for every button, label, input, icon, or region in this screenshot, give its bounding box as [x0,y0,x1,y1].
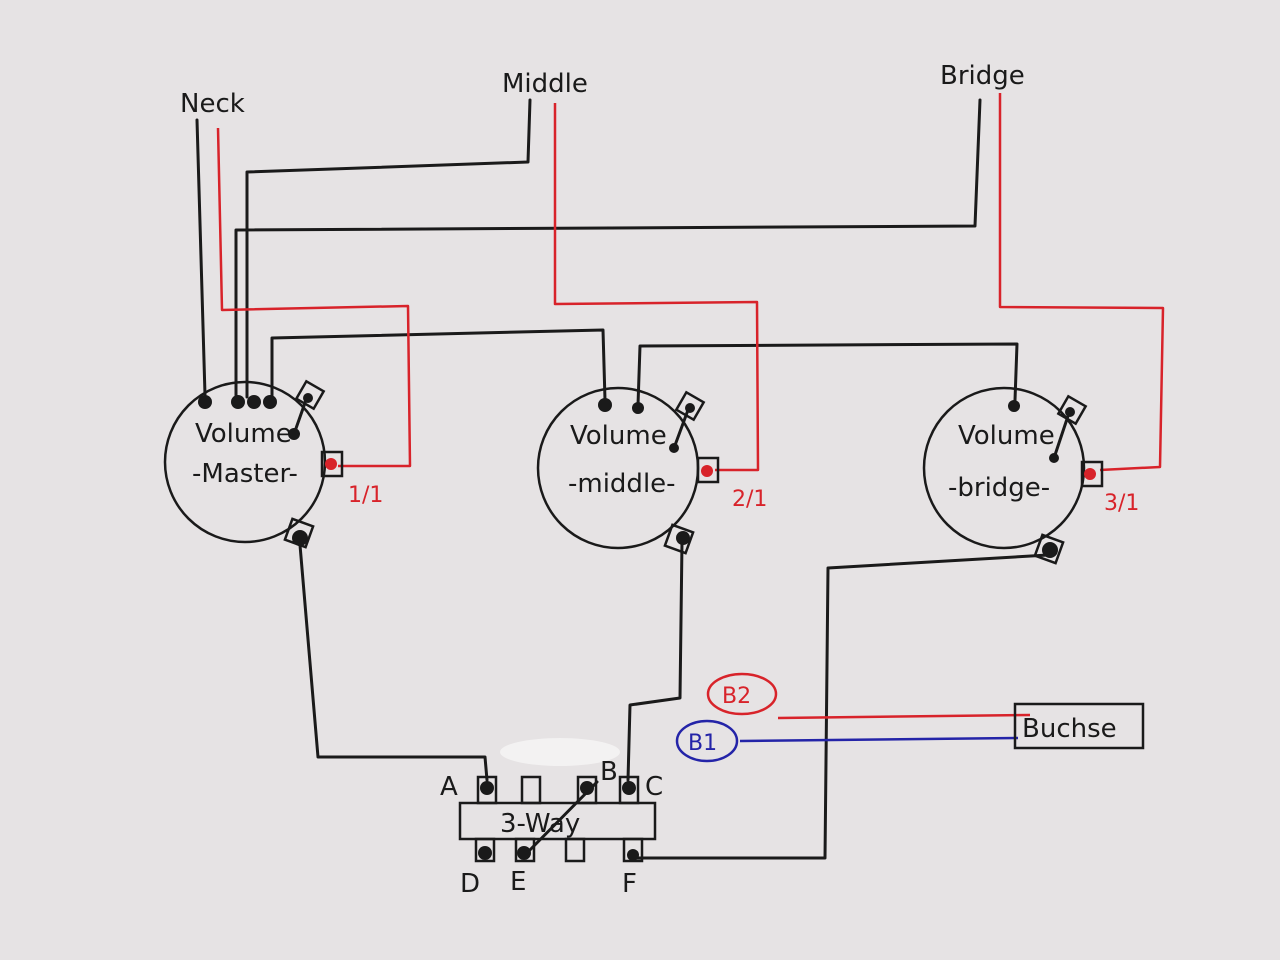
jack-b2-circle [706,672,778,716]
pot-label-line1: Volume [958,421,1055,451]
output-jack: Buchse B2 B1 [675,672,1145,763]
pot-lug [632,402,644,414]
jack-label: Buchse [1022,714,1117,744]
switch-solder [480,781,494,795]
switch-solder [580,781,594,795]
switch-lug-label-f: F [622,869,637,899]
wire-master-to-switch-a [298,543,489,782]
pickup-label-bridge: Bridge [940,61,1025,91]
pot-lug [676,531,690,545]
pot-master: Volume -Master- 1/1 [163,379,383,549]
switch-lug [576,775,598,805]
pot-tag: 1/1 [348,483,383,508]
pot-label-line1: Volume [195,419,292,449]
wire-bridge-red [998,93,1165,472]
pot-wiper [1052,414,1070,460]
switch-lug-label-e: E [510,867,526,897]
switch-lug-label-d: D [460,869,480,899]
pot-label-line1: Volume [570,421,667,451]
jack-b1-label: B1 [688,731,717,756]
switch-lug [520,775,542,805]
switch-label: 3-Way [500,809,580,839]
wire-middle-black [245,98,532,399]
pot-tag: 3/1 [1104,491,1139,516]
pot-tab [1033,533,1065,565]
switch-lug [476,775,498,805]
switch-lug [514,837,536,863]
pot-solder-red [1084,468,1096,480]
pot-tag: 2/1 [732,487,767,512]
pot-middle: Volume -middle- 2/1 [536,386,767,555]
jack-body [1013,702,1145,750]
wire-bridge-to-switch-f [633,553,1050,860]
pot-lug [263,395,277,409]
wire-jack-b1 [739,736,1019,743]
pot-body [536,386,700,550]
switch-lug-label-b: B [600,757,618,787]
pot-body [163,380,327,544]
wire-middle-to-bridge [636,342,1019,407]
switch-lug [474,837,496,863]
pot-lug [598,398,612,412]
switch-solder [627,849,639,861]
red-wires [216,93,1165,720]
pot-lug [1008,400,1020,412]
wire-bridge-black [234,98,982,399]
pot-solder-red [325,458,337,470]
switch-lug-label-a: A [440,772,458,802]
jack-b1-circle [675,719,739,763]
switch-lug [564,837,586,863]
black-wires [195,98,1050,860]
pot-lug [231,395,245,409]
wire-neck-red [216,127,412,468]
correction-fluid [500,738,620,766]
pot-lug [1042,542,1058,558]
switch-solder [478,846,492,860]
switch-lug-label-c: C [645,772,663,802]
pot-bridge: Volume -bridge- 3/1 [922,386,1139,565]
pot-label-line2: -bridge- [948,473,1050,503]
wire-jack-b2 [777,713,1031,720]
pot-body [922,386,1086,550]
pot-tab [1080,460,1104,488]
switch-body [458,801,657,841]
pot-lug [247,395,261,409]
pot-tab [696,456,720,484]
pot-label-line2: -middle- [568,469,676,499]
pot-wiper [292,398,308,436]
wire-master-to-middle [270,328,607,402]
three-way-switch: 3-Way A B C D E F [440,738,663,899]
wire-neck-black [195,118,207,397]
pickup-label-middle: Middle [502,69,588,99]
pickup-label-neck: Neck [180,89,245,119]
wire-middle-to-switch-c [626,540,684,782]
jack-b2-label: B2 [722,684,751,709]
pot-tab [663,523,695,555]
pot-lug [198,395,212,409]
pot-solder-red [701,465,713,477]
pot-wiper [672,408,690,450]
switch-lug [618,775,640,805]
wire-middle-red [553,103,760,472]
pot-lug [292,530,308,546]
switch-solder [622,781,636,795]
pot-label-line2: -Master- [192,459,298,489]
switch-solder [517,846,531,860]
pot-lug [1065,407,1075,417]
pot-tab [320,450,344,478]
